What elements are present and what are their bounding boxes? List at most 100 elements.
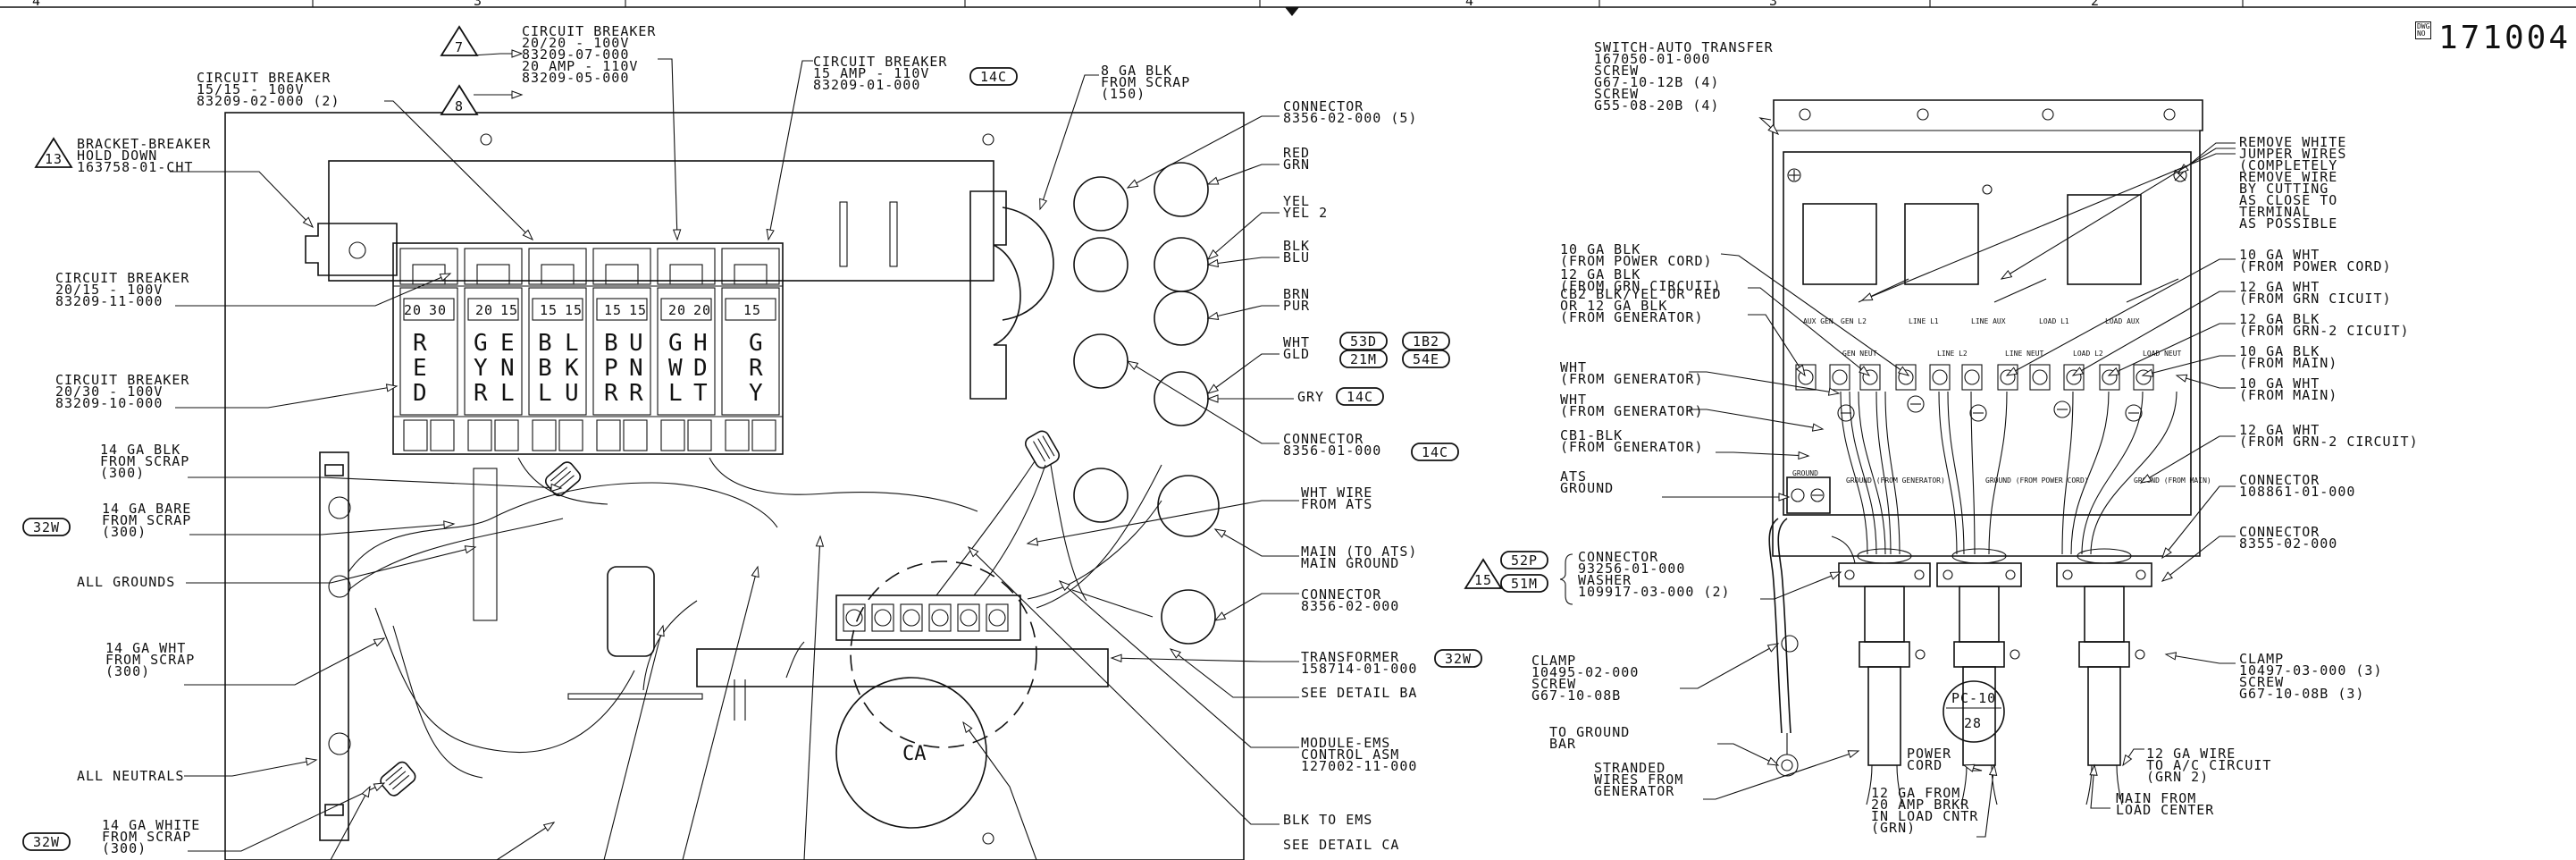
arrowhead-icon [1827, 387, 1841, 396]
wire [1849, 391, 1877, 555]
arrowhead-icon [2175, 374, 2188, 383]
arrowhead-icon [1126, 360, 1139, 371]
breaker-letter: L [668, 380, 686, 407]
cable-jacket [1867, 666, 1901, 766]
revision-number: 13 [45, 151, 63, 167]
leader-line [1207, 305, 1280, 319]
clamp-screw [2062, 569, 2073, 580]
breaker-letter: P [604, 355, 622, 382]
label-clamp-10497: 10497-03-000 (3) [2239, 662, 2383, 679]
breaker-lug [660, 419, 685, 451]
wire [2061, 391, 2074, 555]
leader-line [1720, 253, 1909, 376]
label-cb-15a: CIRCUIT BREAKER [813, 54, 947, 70]
rating-box [403, 298, 455, 321]
leader-line [1680, 643, 1779, 689]
breaker-letter: K [565, 355, 583, 382]
callout-tag-frame [1402, 332, 1450, 350]
strain-relief [1951, 548, 2007, 564]
breaker-handle [464, 248, 523, 285]
wire-connector [1073, 237, 1129, 292]
breaker-toggle [734, 264, 768, 285]
breaker-lug [751, 419, 776, 451]
arrowhead-icon [1110, 653, 1122, 662]
label-remove-white: AS CLOSE TO [2239, 192, 2337, 208]
label-bracket-breaker: 163758-01-CHT [77, 159, 193, 175]
breaker-lug [430, 419, 455, 451]
arrowhead-icon [1859, 366, 1871, 376]
leader-line [1207, 257, 1280, 266]
label-washer: WASHER [1578, 572, 1632, 588]
terminal-label: LINE AUX [1971, 317, 2006, 325]
wire-connector [1154, 371, 1209, 426]
label-cb-20-20: 83209-05-000 [522, 70, 629, 86]
arrowhead-icon [2161, 571, 2173, 582]
clamp-nut [2078, 641, 2130, 668]
arrowhead-icon [511, 49, 524, 58]
breaker-body [721, 287, 780, 416]
label-14ga-wht: 14 GA WHT [105, 640, 186, 656]
conduit [2084, 586, 2125, 643]
label-stranded-wires: GENERATOR [1594, 783, 1674, 799]
wire [1858, 391, 1886, 555]
label-cb2: OR 12 GA BLK [1560, 298, 1667, 314]
clamp-nut [1859, 641, 1910, 668]
wire-marker [1969, 404, 1987, 422]
wire [2081, 391, 2144, 555]
ats-terminal [2063, 364, 2085, 391]
clamp-screw [1914, 569, 1925, 580]
label-module-ems: MODULE-EMS [1301, 735, 1390, 751]
leader-line [1748, 314, 1806, 376]
callout-tag-frame [22, 832, 71, 851]
label-14ga-bare: FROM SCRAP [102, 512, 191, 528]
arrowhead-icon [1026, 537, 1039, 546]
label-12ga-from-20a: IN LOAD CNTR [1871, 808, 1978, 824]
no-label: NO [2416, 30, 2426, 38]
clamp-nut [1953, 641, 2005, 668]
rating-box [532, 298, 583, 321]
label-blk-blu: BLK [1283, 238, 1310, 254]
strain-relief [2077, 548, 2132, 564]
breaker-rating: 20 [404, 302, 422, 318]
arrowhead-icon [1847, 750, 1860, 759]
arrowhead-icon [1766, 756, 1780, 766]
label-clamp-10495: 10495-02-000 [1531, 664, 1639, 680]
conduit [1959, 586, 2000, 643]
label-10ga-blk-power: (FROM POWER CORD) [1560, 253, 1713, 269]
breaker-letter: N [629, 355, 647, 382]
label-12ga-wht-grn: (FROM GRN CICUIT) [2239, 291, 2392, 307]
breaker-lug [558, 419, 583, 451]
label-cb2: (FROM GENERATOR) [1560, 309, 1704, 325]
arrowhead-icon [1811, 423, 1825, 432]
breaker-letter: W [668, 355, 686, 382]
leader-line [2001, 148, 2236, 280]
ats-terminal [1997, 364, 2018, 391]
arrowhead-icon [2000, 269, 2013, 280]
callout-tag-frame [1339, 350, 1388, 368]
label-yel: YEL [1283, 193, 1310, 209]
arrowhead-icon [2161, 547, 2172, 560]
label-14ga-bare: 14 GA BARE [102, 501, 191, 517]
label-connector-5: CONNECTOR [1283, 98, 1364, 114]
leader-line [1059, 580, 1299, 748]
cable-end [1896, 764, 1903, 805]
arrowhead-icon [815, 535, 825, 547]
arrowhead-icon [511, 90, 524, 99]
revision-number: 7 [455, 39, 464, 55]
terminal-screw [845, 609, 863, 627]
wire [1970, 391, 1976, 555]
ems-terminal [900, 603, 923, 632]
label-14ga-blk: (300) [100, 465, 145, 481]
ats-terminal [1895, 364, 1917, 391]
breaker-letter: H [693, 330, 711, 357]
terminal-screw [1798, 369, 1814, 385]
terminal-screw [1862, 369, 1878, 385]
label-cb-20-20: CIRCUIT BREAKER [522, 23, 656, 39]
breaker-letter: G [749, 330, 767, 357]
leader-line [184, 759, 317, 777]
label-connector-8355: CONNECTOR [2239, 524, 2320, 540]
label-cb-15a: 83209-01-000 [813, 77, 920, 93]
breaker-body [528, 287, 587, 416]
wire-connector [1073, 333, 1129, 389]
label-switch-auto-transfer: G55-08-20B (4) [1594, 97, 1719, 114]
